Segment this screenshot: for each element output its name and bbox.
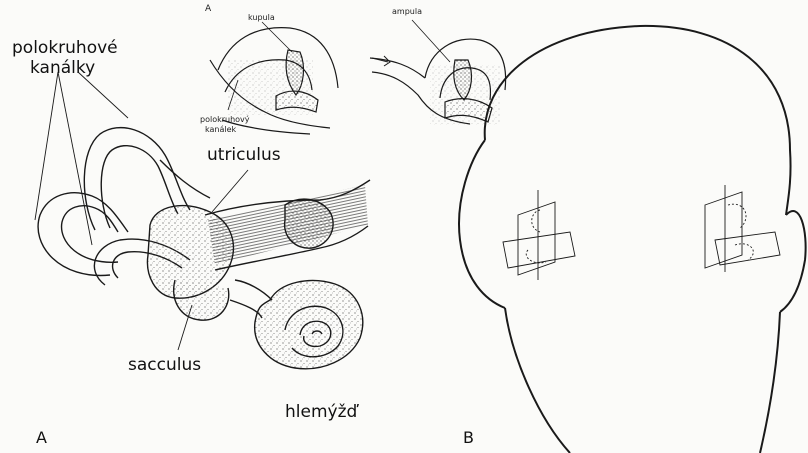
head-drawing — [459, 26, 806, 453]
label-canal-line1: polokruhový — [200, 116, 250, 124]
label-cupula: kupula — [248, 14, 275, 22]
label-ampulla: ampula — [392, 8, 422, 16]
inset-letter: A — [205, 5, 211, 14]
canal-planes-right — [705, 185, 780, 272]
label-canals-line1: polokruhové — [12, 40, 118, 57]
panel-letter-b: B — [463, 430, 474, 446]
panel-letter-a: A — [36, 430, 47, 446]
label-canal-line2: kanálek — [205, 126, 236, 134]
canal-planes-left — [503, 190, 575, 280]
label-sacculus: sacculus — [128, 357, 201, 374]
inset-drawing — [210, 20, 506, 134]
label-cochlea: hlemýžď — [285, 404, 357, 421]
label-utriculus: utriculus — [207, 147, 281, 164]
label-canals-line2: kanálky — [30, 60, 95, 77]
